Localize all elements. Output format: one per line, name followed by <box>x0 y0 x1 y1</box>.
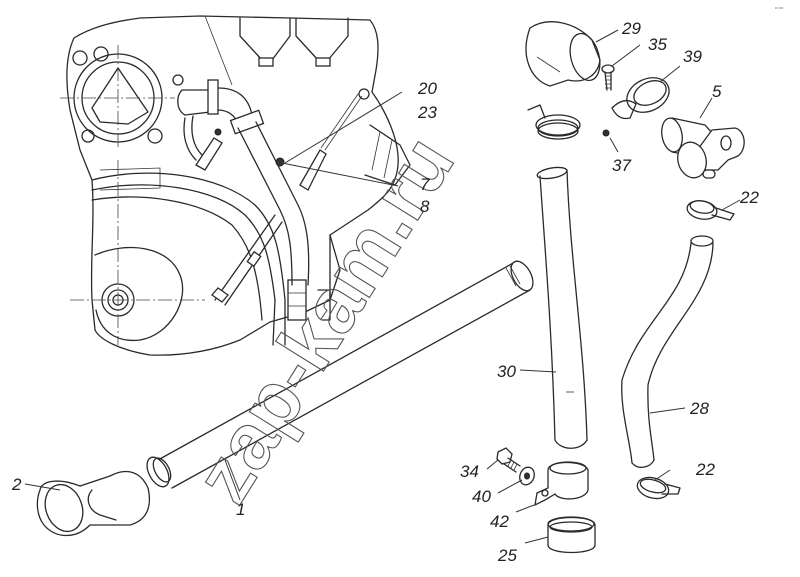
callout-30: 30 <box>497 362 516 381</box>
part-34-bolt <box>496 447 521 473</box>
callout-28: 28 <box>689 399 709 418</box>
corner-mark: •• ••• <box>775 5 784 10</box>
part-37-nut <box>602 129 610 137</box>
part-22-clamp-lower <box>636 476 681 500</box>
part-25-sleeve <box>547 516 596 554</box>
part-42-bracket <box>534 461 589 507</box>
part-28-hose <box>621 235 714 468</box>
callout-40: 40 <box>472 487 491 506</box>
part-5-tee <box>661 117 745 179</box>
engine-assembly <box>60 15 411 356</box>
callout-22-upper: 22 <box>739 188 759 207</box>
callout-35: 35 <box>648 35 667 54</box>
callout-42: 42 <box>490 512 509 531</box>
callout-8: 8 <box>420 197 430 216</box>
callout-5: 5 <box>712 82 722 101</box>
callout-7: 7 <box>420 175 430 194</box>
part-1-pipe <box>146 260 534 489</box>
callout-29: 29 <box>621 19 641 38</box>
part-29-sleeve <box>525 21 601 87</box>
callout-39: 39 <box>683 47 702 66</box>
part-35-screw <box>601 64 615 91</box>
callout-2: 2 <box>11 475 22 494</box>
leader-lines <box>24 29 741 544</box>
callout-23: 23 <box>417 103 437 122</box>
callout-34: 34 <box>460 462 479 481</box>
callout-1: 1 <box>236 500 245 519</box>
part-40-washer <box>519 466 535 486</box>
part-22-clamp-upper <box>686 200 735 221</box>
upper-hose-clamp <box>527 104 581 140</box>
callout-22-lower: 22 <box>695 460 715 479</box>
part-2-elbow <box>36 470 151 537</box>
callout-25: 25 <box>497 546 517 565</box>
part-30-pipe <box>536 166 588 449</box>
part-39-clamp <box>611 77 670 120</box>
callout-37: 37 <box>612 156 631 175</box>
callout-20: 20 <box>417 79 437 98</box>
